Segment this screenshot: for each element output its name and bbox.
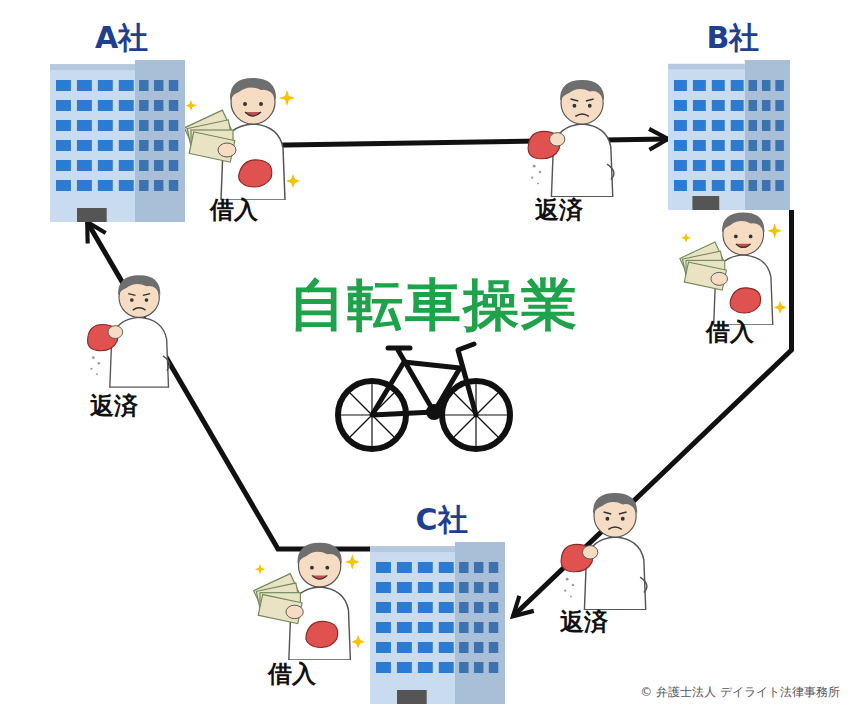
flow-arrow (87, 222, 370, 549)
borrower-figure (254, 543, 365, 660)
company-building: B社 (668, 18, 798, 210)
flow-arrow (513, 210, 792, 616)
action-label: 返済 (560, 608, 608, 637)
action-label: 借入 (210, 196, 258, 225)
repayer-figure (528, 80, 614, 197)
company-name: C社 (370, 500, 513, 542)
building-drawing (370, 542, 505, 704)
company-building: A社 (50, 18, 193, 222)
copyright-note: © 弁護士法人 デイライト法律事務所 (640, 684, 840, 701)
diagram-title: 自転車操業 (289, 274, 579, 336)
action-label: 返済 (535, 196, 583, 225)
company-name: B社 (668, 18, 798, 60)
company-building: C社 (370, 500, 513, 704)
repayer-figure (561, 493, 647, 610)
action-label: 借入 (268, 660, 316, 689)
company-name: A社 (50, 18, 193, 60)
action-label: 返済 (90, 392, 138, 421)
borrower-figure (680, 212, 787, 325)
borrower-figure (184, 78, 300, 200)
repayer-figure (88, 275, 170, 387)
building-drawing (50, 60, 185, 222)
building-drawing (668, 60, 790, 210)
bicycle-icon (338, 344, 510, 449)
action-label: 借入 (706, 318, 754, 347)
